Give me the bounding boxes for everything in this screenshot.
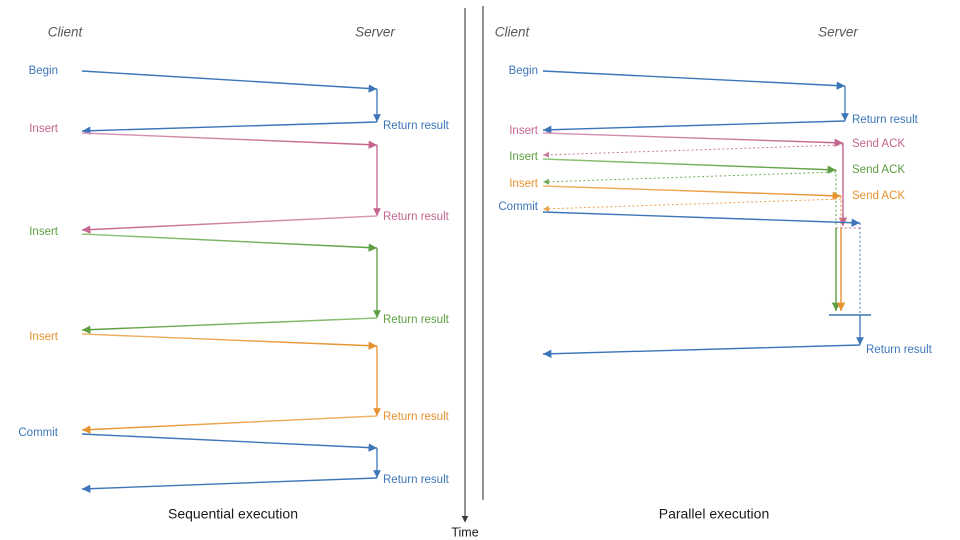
message-arrow-response[interactable] [542, 120, 846, 134]
message-label: Commit [18, 427, 58, 439]
message-arrow-response[interactable] [81, 317, 378, 334]
message-label: Insert [509, 125, 539, 137]
message-arrow-request[interactable] [542, 185, 842, 200]
message-label: Return result [383, 211, 450, 223]
client-actor-label: Client [495, 25, 531, 40]
message-arrow-response[interactable] [81, 477, 378, 493]
message-label: Return result [383, 474, 450, 486]
time-axis-label: Time [451, 525, 478, 539]
message-label: Return result [866, 344, 933, 356]
message-arrow-ack[interactable] [542, 144, 844, 158]
message-label: Send ACK [852, 164, 905, 176]
message-label: Commit [498, 201, 538, 213]
message-label: Send ACK [852, 190, 905, 202]
message-label: Insert [509, 151, 539, 163]
message-arrow-request[interactable] [81, 333, 378, 350]
message-arrow-response[interactable] [81, 215, 378, 234]
message-label: Return result [383, 411, 450, 423]
message-label: Begin [509, 65, 538, 77]
client-actor-label: Client [48, 25, 84, 40]
message-arrow-request[interactable] [81, 433, 378, 452]
message-arrow-ack[interactable] [542, 171, 837, 185]
message-arrow-response[interactable] [81, 121, 378, 135]
message-arrow-request[interactable] [81, 70, 378, 93]
server-actor-label: Server [355, 25, 395, 40]
message-arrow-request[interactable] [542, 158, 837, 174]
message-label: Insert [509, 178, 539, 190]
message-label: Insert [29, 331, 59, 343]
time-axis: Time [451, 8, 479, 539]
server-actor-label: Server [818, 25, 858, 40]
message-label: Return result [383, 314, 450, 326]
message-label: Insert [29, 226, 59, 238]
message-arrow-ack[interactable] [542, 198, 842, 212]
message-arrow-response[interactable] [542, 344, 861, 358]
message-label: Begin [29, 65, 58, 77]
panel-caption-sequential: Sequential execution [168, 506, 298, 522]
message-arrow-request[interactable] [81, 132, 378, 149]
message-label: Send ACK [852, 138, 905, 150]
message-label: Return result [852, 114, 919, 126]
message-arrow-request[interactable] [81, 233, 378, 252]
message-arrow-request[interactable] [542, 132, 844, 147]
message-arrow-request[interactable] [542, 211, 861, 227]
panel-caption-parallel: Parallel execution [659, 506, 770, 522]
message-label: Return result [383, 120, 450, 132]
message-arrow-request[interactable] [542, 70, 846, 90]
message-label: Insert [29, 123, 59, 135]
message-arrow-response[interactable] [81, 415, 378, 434]
